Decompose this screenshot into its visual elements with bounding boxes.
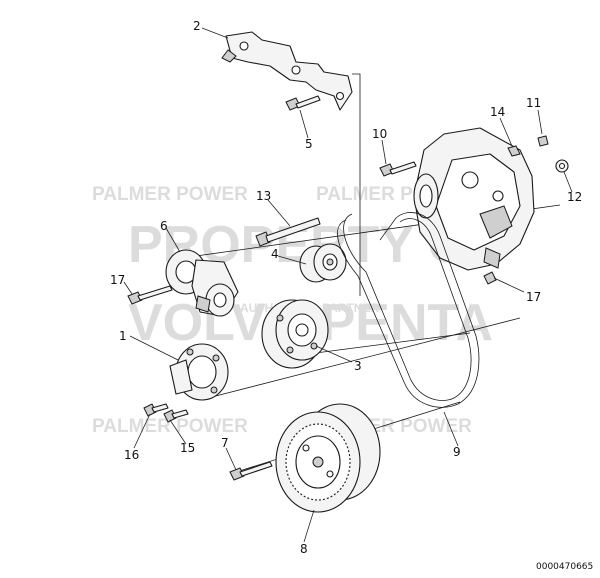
document-id: 0000470665 xyxy=(536,562,593,572)
callout-12: 12 xyxy=(567,190,582,204)
bolt-part-7 xyxy=(229,461,273,481)
fastener-part-14 xyxy=(507,145,521,157)
callout-17-left: 17 xyxy=(110,273,125,287)
callout-16: 16 xyxy=(124,448,139,462)
callout-4: 4 xyxy=(271,247,279,261)
damper-part-8 xyxy=(275,403,381,513)
callout-13: 13 xyxy=(256,189,271,203)
leader-lines xyxy=(123,27,573,543)
callout-5: 5 xyxy=(305,137,313,151)
callout-9: 9 xyxy=(453,445,461,459)
watermark-dealer-top-left: PALMER POWER xyxy=(92,184,248,205)
callout-8: 8 xyxy=(300,542,308,556)
bolt-part-10 xyxy=(379,161,417,177)
bolt-part-17-left xyxy=(127,285,173,305)
idler-pulley-part-4 xyxy=(299,243,347,283)
alternator-assembly xyxy=(413,127,535,271)
callout-labels: 2 5 10 14 11 12 13 6 4 17 17 1 3 16 15 7… xyxy=(110,19,582,556)
tensioner-part-6 xyxy=(165,249,239,317)
callout-10: 10 xyxy=(372,127,387,141)
bolt-part-17-right xyxy=(483,271,497,285)
belt-part-9 xyxy=(337,212,480,408)
long-bolt-part-13 xyxy=(255,217,321,247)
pulley-part-3 xyxy=(261,299,329,369)
callout-6: 6 xyxy=(160,219,168,233)
bracket-part xyxy=(221,31,353,111)
bolt-part-16 xyxy=(143,403,169,417)
callout-7: 7 xyxy=(221,436,229,450)
callout-14: 14 xyxy=(490,105,505,119)
bolt-part-15 xyxy=(163,409,189,423)
watermark-dealer-bottom-left: PALMER POWER xyxy=(92,416,248,437)
bolt-part-5 xyxy=(285,95,321,111)
callout-1: 1 xyxy=(119,329,127,343)
callout-17-right: 17 xyxy=(526,290,541,304)
callout-3: 3 xyxy=(354,359,362,373)
nut-part-12 xyxy=(555,159,569,173)
callout-2: 2 xyxy=(193,19,201,33)
fastener-part-11 xyxy=(537,135,549,147)
callout-11: 11 xyxy=(526,96,541,110)
hub-part-1 xyxy=(169,343,229,401)
callout-15: 15 xyxy=(180,441,195,455)
